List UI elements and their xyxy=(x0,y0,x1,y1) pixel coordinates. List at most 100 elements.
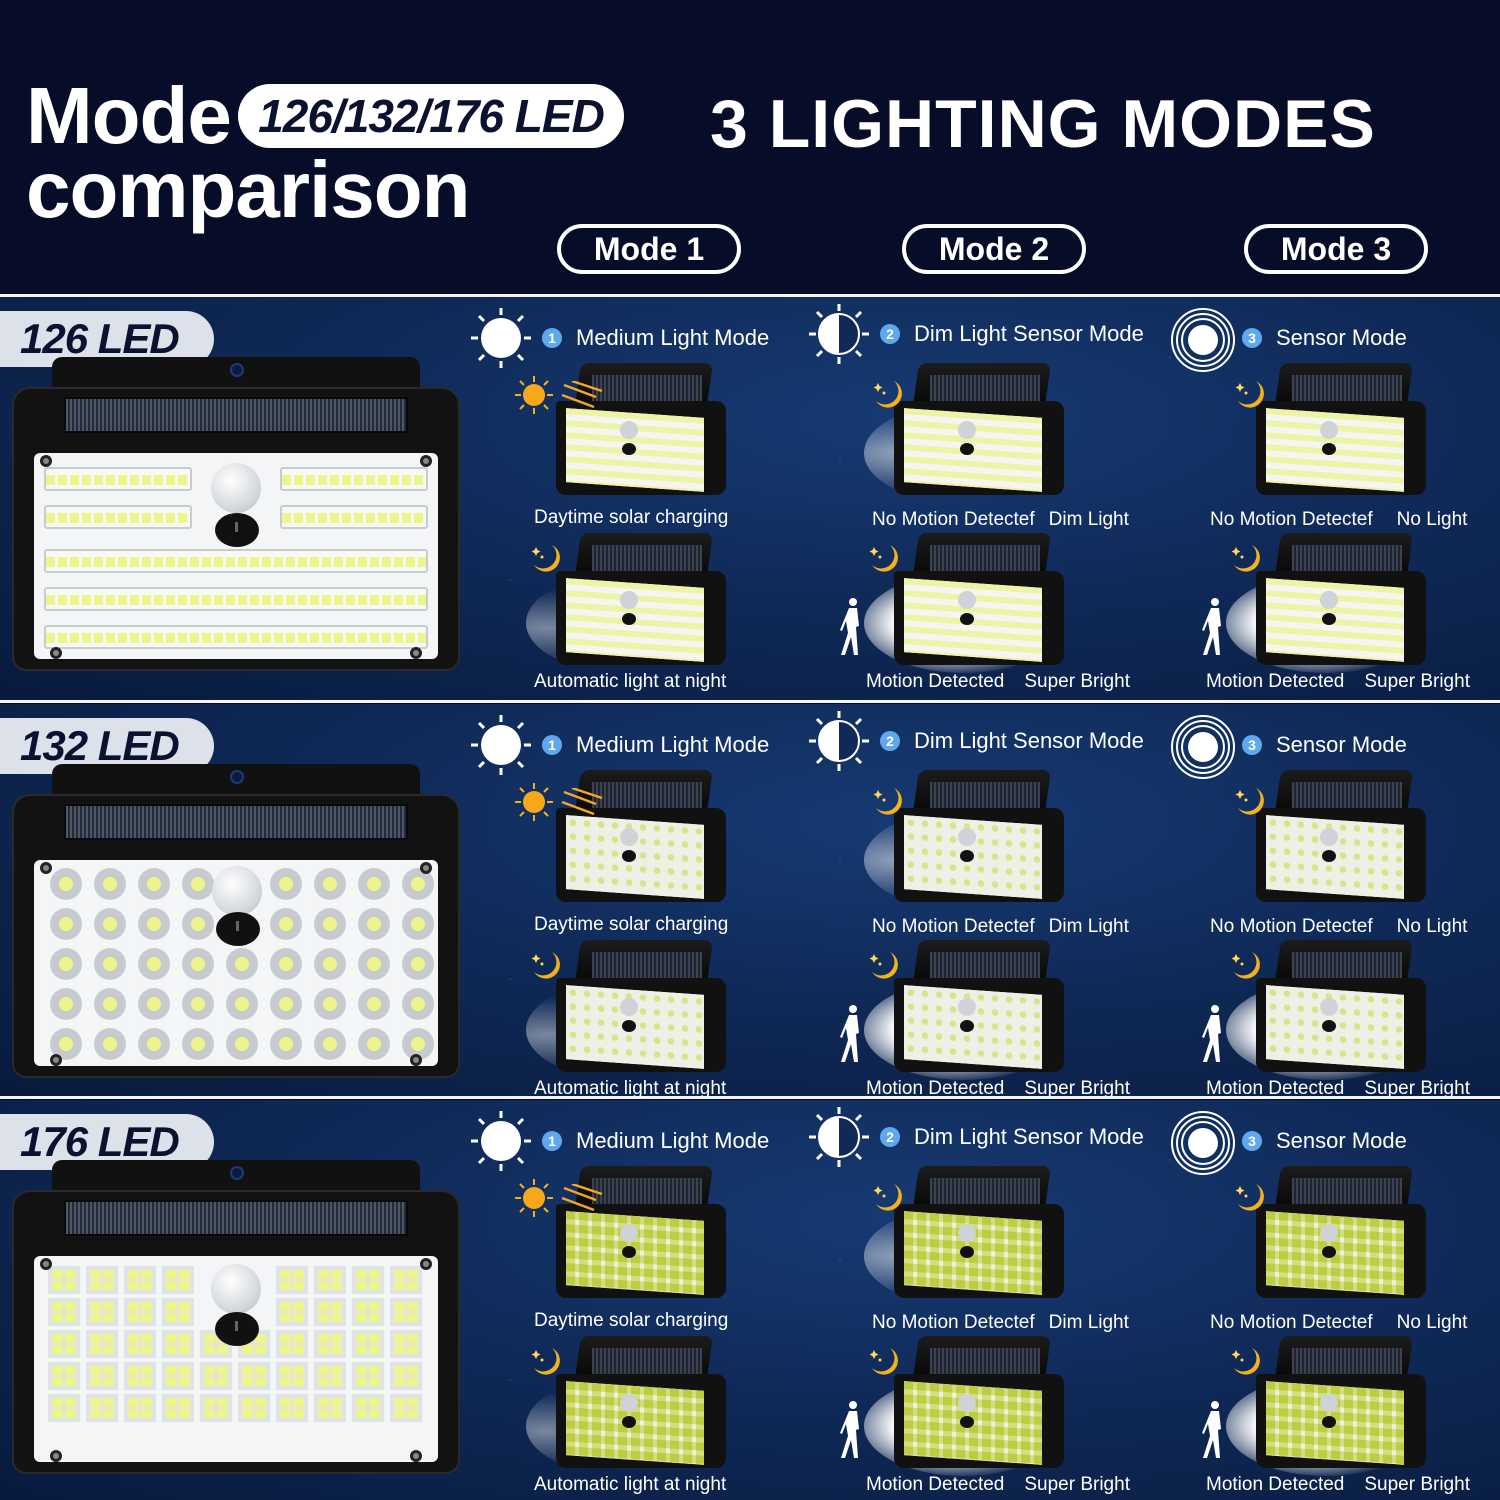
moon-icon xyxy=(1228,541,1262,580)
sun-icon xyxy=(470,714,532,776)
half-sun-icon xyxy=(808,710,870,772)
sun-rays-icon xyxy=(560,1182,604,1219)
power-button-icon xyxy=(216,912,260,946)
lamp-preview-bottom xyxy=(864,940,1064,1080)
lamp-preview-top xyxy=(1256,770,1426,902)
solar-panel xyxy=(930,782,1040,812)
mode-1-header: 1 Medium Light Mode xyxy=(470,1110,769,1172)
solar-panel xyxy=(930,1348,1040,1378)
sun-icon xyxy=(514,1178,554,1223)
moon-icon xyxy=(866,1344,900,1383)
mode-3-pill: Mode 3 xyxy=(1244,224,1428,274)
walking-person-icon xyxy=(838,597,866,662)
moon-icon xyxy=(528,948,562,987)
solar-panel xyxy=(1292,952,1402,982)
sun-icon xyxy=(470,1110,532,1172)
lamp-preview-top xyxy=(864,363,1064,503)
sun-rays-icon xyxy=(560,379,604,416)
solar-panel xyxy=(592,782,702,812)
moon-icon xyxy=(1232,377,1266,416)
mode-2-pill: Mode 2 xyxy=(902,224,1086,274)
walking-person-icon xyxy=(1200,1400,1228,1465)
lamp-preview-bottom xyxy=(526,1336,726,1476)
product-image xyxy=(12,764,460,1082)
mode-number-badge: 1 xyxy=(542,1131,562,1151)
caption-bottom: Automatic light at night xyxy=(534,1078,727,1097)
lamp-preview-bottom xyxy=(1226,533,1426,673)
solar-panel xyxy=(930,1178,1040,1208)
mode-number-badge: 1 xyxy=(542,328,562,348)
solar-panel xyxy=(64,804,408,840)
led-count-pill: 126/132/176 LED xyxy=(238,84,624,148)
sun-icon xyxy=(514,375,554,420)
mode-label: Medium Light Mode xyxy=(576,732,770,757)
moon-icon xyxy=(528,541,562,580)
moon-icon xyxy=(1232,1180,1266,1219)
mode-label: Dim Light Sensor Mode xyxy=(914,321,1144,346)
mode-label: Dim Light Sensor Mode xyxy=(914,1124,1144,1149)
lamp-preview-bottom xyxy=(1226,940,1426,1080)
mode-1-header: 1 Medium Light Mode xyxy=(470,307,769,369)
mode-number-badge: 3 xyxy=(1242,328,1262,348)
power-button-icon xyxy=(215,1312,259,1346)
mode-2-header: 2 Dim Light Sensor Mode xyxy=(808,710,1144,772)
lamp-preview-bottom xyxy=(864,533,1064,673)
caption-top: Daytime solar charging xyxy=(534,914,729,935)
lamp-preview-top xyxy=(1256,363,1426,495)
walking-person-icon xyxy=(1200,1004,1228,1069)
title-comparison: comparison xyxy=(26,145,470,234)
header-divider xyxy=(0,294,1500,297)
solar-panel xyxy=(592,545,702,575)
lamp-preview-top xyxy=(864,1166,1064,1306)
caption-top: Daytime solar charging xyxy=(534,1310,729,1331)
mode-label: Medium Light Mode xyxy=(576,325,770,350)
mode-label: Medium Light Mode xyxy=(576,1128,770,1153)
walking-person-icon xyxy=(838,1004,866,1069)
caption-bottom: Automatic light at night xyxy=(534,671,727,692)
pir-sensor xyxy=(212,866,262,916)
lamp-preview-bottom xyxy=(526,533,726,673)
lamp-preview-top xyxy=(556,363,726,495)
sensor-rings-icon xyxy=(1170,714,1235,779)
lamp-preview-top xyxy=(864,770,1064,910)
solar-panel xyxy=(1292,375,1402,405)
moon-icon xyxy=(870,784,904,823)
moon-icon xyxy=(866,948,900,987)
solar-panel xyxy=(1292,545,1402,575)
sun-icon xyxy=(514,782,554,827)
solar-panel xyxy=(64,397,408,433)
mount-hook-icon xyxy=(230,363,244,377)
solar-panel xyxy=(1292,782,1402,812)
mode-1-pill: Mode 1 xyxy=(557,224,741,274)
mode-number-badge: 3 xyxy=(1242,1131,1262,1151)
lamp-preview-bottom xyxy=(1226,1336,1426,1476)
mode-label: Dim Light Sensor Mode xyxy=(914,728,1144,753)
moon-icon xyxy=(870,377,904,416)
walking-person-icon xyxy=(838,1400,866,1465)
lamp-preview-top xyxy=(1256,1166,1426,1298)
solar-panel xyxy=(592,952,702,982)
walking-person-icon xyxy=(1200,597,1228,662)
title-mode: Mode xyxy=(26,71,232,160)
mode-label: Sensor Mode xyxy=(1276,732,1407,757)
mode-number-badge: 2 xyxy=(880,731,900,751)
solar-panel xyxy=(930,545,1040,575)
header: Mode 126/132/176 LED comparison 3 LIGHTI… xyxy=(0,0,1500,296)
row-divider xyxy=(0,700,1500,703)
half-sun-icon xyxy=(808,1106,870,1168)
moon-icon xyxy=(1228,948,1262,987)
